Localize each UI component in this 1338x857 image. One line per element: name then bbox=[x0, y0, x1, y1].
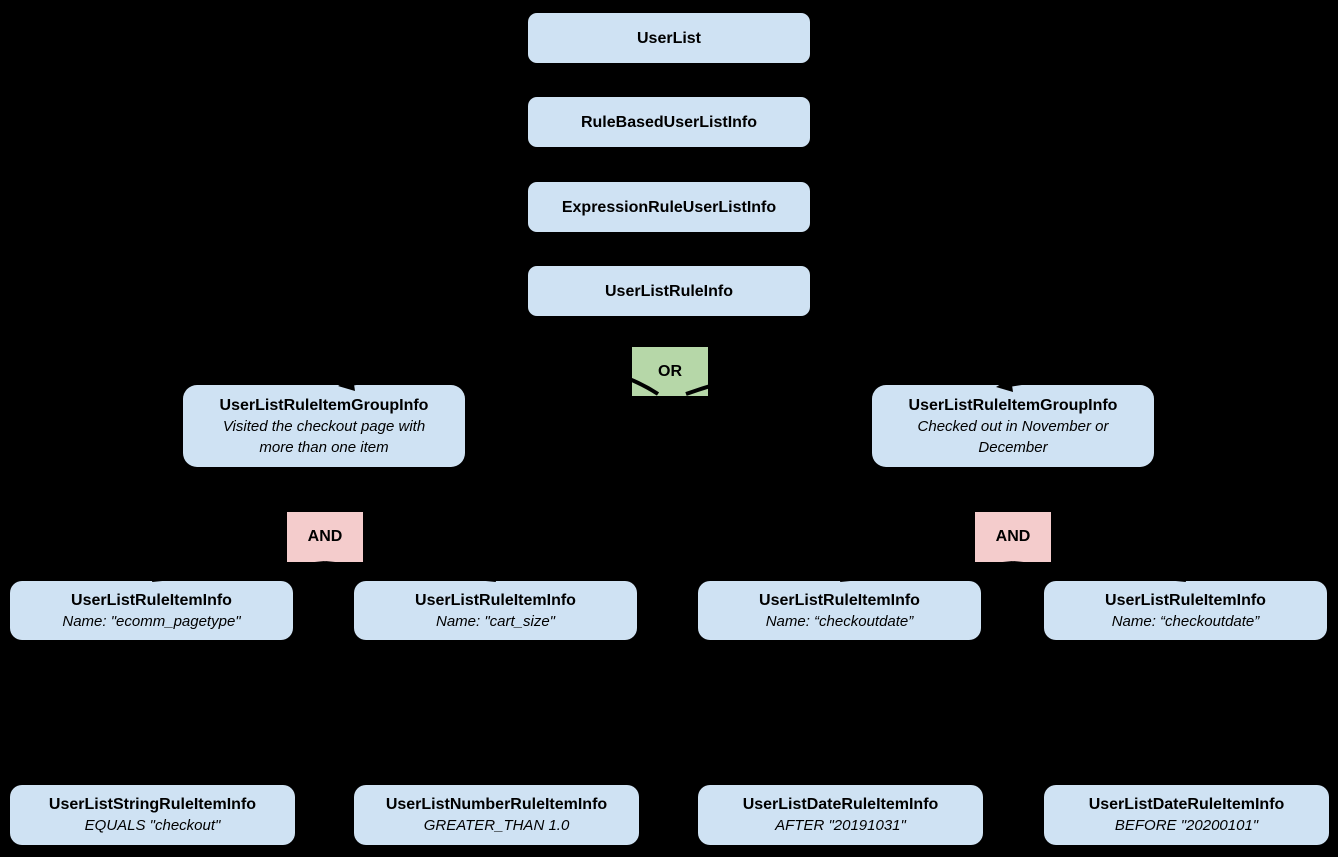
operator-label: AND bbox=[995, 528, 1031, 545]
node-title: UserListRuleItemInfo bbox=[415, 591, 576, 609]
node-title: UserListStringRuleItemInfo bbox=[48, 796, 257, 813]
node-title: UserListDateRuleItemInfo bbox=[1088, 796, 1285, 813]
node-subtitle: AFTER "20191031" bbox=[775, 817, 906, 834]
node-title: UserListRuleItemInfo bbox=[71, 591, 232, 609]
node-stringruleitem-equals-checkout: UserListStringRuleItemInfo EQUALS "check… bbox=[10, 785, 295, 845]
operator-and-right: AND bbox=[975, 512, 1051, 562]
operator-label: AND bbox=[307, 528, 343, 545]
node-userlistruleinfo: UserListRuleInfo bbox=[528, 266, 810, 316]
node-subtitle: Name: “checkoutdate” bbox=[1111, 612, 1260, 630]
node-ruleitem-cart-size: UserListRuleItemInfo Name: "cart_size" bbox=[354, 581, 637, 640]
node-subtitle: EQUALS "checkout" bbox=[84, 817, 221, 834]
node-dateruleitem-after: UserListDateRuleItemInfo AFTER "20191031… bbox=[698, 785, 983, 845]
node-label: ExpressionRuleUserListInfo bbox=[561, 198, 777, 216]
operator-label: OR bbox=[658, 362, 682, 380]
node-expressionruleuserlistinfo: ExpressionRuleUserListInfo bbox=[528, 182, 810, 232]
node-subtitle: BEFORE "20200101" bbox=[1114, 817, 1259, 834]
connector-and-item-0 bbox=[151, 561, 326, 582]
node-label: UserList bbox=[636, 29, 702, 47]
node-title: UserListDateRuleItemInfo bbox=[742, 796, 939, 813]
node-ruleitem-ecomm-pagetype: UserListRuleItemInfo Name: "ecomm_pagety… bbox=[10, 581, 293, 640]
node-title: UserListNumberRuleItemInfo bbox=[385, 796, 608, 813]
node-description: Visited the checkout page with more than… bbox=[222, 417, 426, 456]
node-title: UserListRuleItemGroupInfo bbox=[908, 396, 1118, 414]
node-ruleitem-checkoutdate-left: UserListRuleItemInfo Name: “checkoutdate… bbox=[698, 581, 981, 640]
operator-or: OR bbox=[632, 347, 708, 396]
node-rulebaseduserlistinfo: RuleBasedUserListInfo bbox=[528, 97, 810, 147]
node-title: UserListRuleItemInfo bbox=[1105, 591, 1266, 609]
operator-and-left: AND bbox=[287, 512, 363, 562]
node-ruleitem-checkoutdate-right: UserListRuleItemInfo Name: “checkoutdate… bbox=[1044, 581, 1327, 640]
connector-and-item-1 bbox=[324, 561, 497, 582]
node-subtitle: Name: "cart_size" bbox=[435, 612, 556, 630]
node-title: UserListRuleItemInfo bbox=[759, 591, 920, 609]
node-title: UserListRuleItemGroupInfo bbox=[219, 396, 429, 414]
node-subtitle: GREATER_THAN 1.0 bbox=[423, 817, 570, 834]
connector-and-item-3 bbox=[1012, 561, 1187, 582]
node-group-checked-out-nov-dec: UserListRuleItemGroupInfo Checked out in… bbox=[872, 385, 1154, 467]
node-dateruleitem-before: UserListDateRuleItemInfo BEFORE "2020010… bbox=[1044, 785, 1329, 845]
node-subtitle: Name: “checkoutdate” bbox=[765, 612, 914, 630]
node-label: RuleBasedUserListInfo bbox=[580, 113, 758, 131]
connector-and-item-2 bbox=[839, 561, 1014, 582]
node-numberruleitem-greater-than: UserListNumberRuleItemInfo GREATER_THAN … bbox=[354, 785, 639, 845]
node-description: Checked out in November or December bbox=[917, 417, 1109, 456]
node-userlist: UserList bbox=[528, 13, 810, 63]
node-group-checkout-page: UserListRuleItemGroupInfo Visited the ch… bbox=[183, 385, 465, 467]
node-subtitle: Name: "ecomm_pagetype" bbox=[62, 612, 241, 630]
node-label: UserListRuleInfo bbox=[604, 282, 733, 300]
